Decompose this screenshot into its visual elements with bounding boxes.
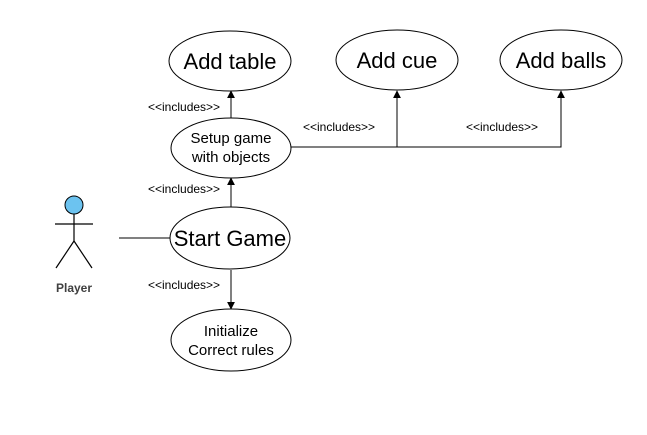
use-case-label-line2: Correct rules [188,342,274,359]
label-includes-start-init: <<includes>> [148,278,220,292]
actor-right-leg [73,240,93,269]
include-edge-setup-cue [291,90,401,148]
actor-head [64,195,84,215]
actor-left-leg [55,240,75,269]
actor-label: Player [56,281,92,295]
use-case-label: Add balls [516,48,607,73]
include-edge-setup-balls [397,90,565,148]
use-case-label: Add cue [357,48,438,73]
use-case-label-line1: Initialize [204,323,258,340]
use-case-start-game[interactable]: Start Game [169,206,291,270]
use-case-initialize-rules[interactable]: Initialize Correct rules [170,308,292,372]
actor-player[interactable]: Player [55,195,93,295]
use-case-label-line1: Setup game [191,130,272,147]
use-case-label: Add table [184,49,277,74]
label-includes-setup-cue: <<includes>> [303,120,375,134]
use-case-add-cue[interactable]: Add cue [335,29,459,91]
use-case-setup-game[interactable]: Setup game with objects [170,117,292,179]
label-includes-setup-table: <<includes>> [148,100,220,114]
use-case-add-balls[interactable]: Add balls [499,29,623,91]
use-case-label: Start Game [174,226,286,251]
label-includes-setup-balls: <<includes>> [466,120,538,134]
label-includes-start-setup: <<includes>> [148,182,220,196]
use-case-add-table[interactable]: Add table [168,30,292,92]
use-case-label-line2: with objects [191,149,270,166]
